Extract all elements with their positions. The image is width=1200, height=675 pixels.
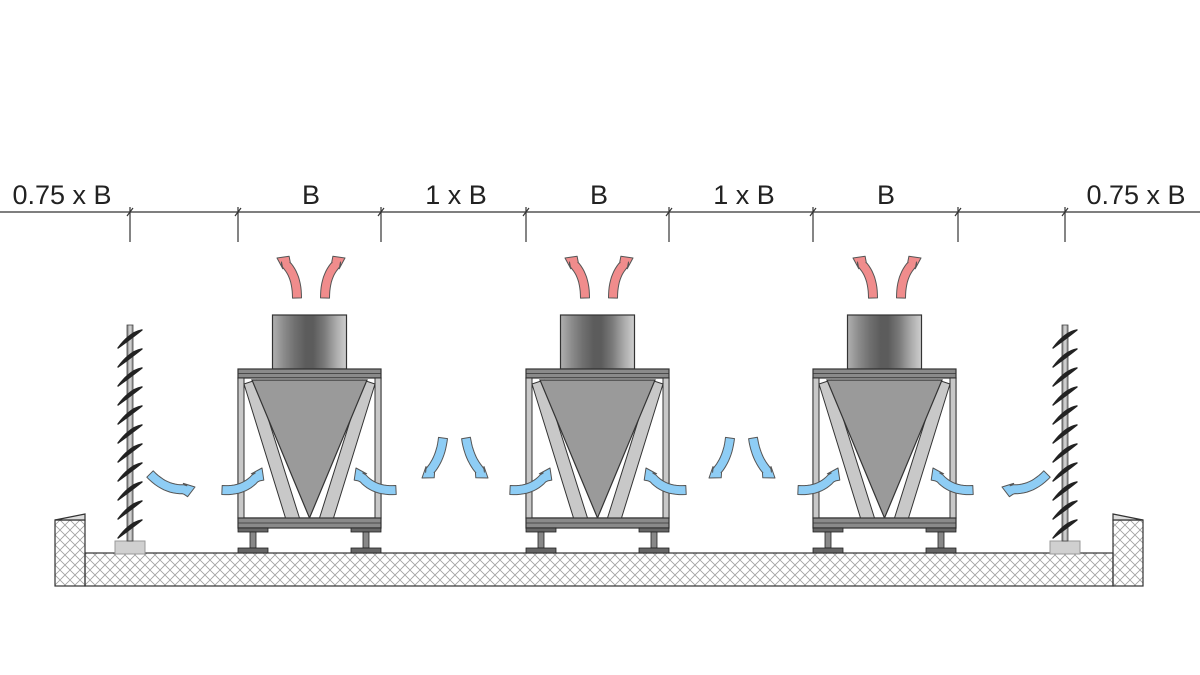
exhaust-arrow-right-2 (608, 255, 634, 299)
intake-arrow-u3-left (797, 467, 841, 496)
intake-arrow-u3-right (930, 467, 974, 496)
louvre-blade (1052, 443, 1078, 463)
intake-arrow-u2-left (509, 467, 553, 496)
parapet-cap-right (1112, 513, 1144, 521)
louvre-blade (1052, 481, 1078, 501)
dimension-label-2: B (302, 180, 320, 210)
exhaust-arrow-right-3 (896, 255, 922, 299)
fan-stack (846, 314, 923, 370)
intake-arrow-u1-left (221, 467, 265, 496)
louvre-blade (1052, 386, 1078, 406)
support-foot-2 (350, 527, 382, 554)
louvre-blade (117, 348, 143, 368)
side-column-left (812, 377, 820, 519)
exhaust-arrow-left-1 (276, 255, 302, 299)
intake-arrow-u1-right (353, 467, 397, 496)
louvre-blade (1052, 424, 1078, 444)
dimension-label-1: 0.75 x B (12, 180, 111, 210)
intake-arrow-u2-right (643, 467, 687, 496)
v-coil (251, 379, 368, 520)
dimension-tick-1 (126, 207, 134, 217)
exhaust-arrow-left-3 (852, 255, 878, 299)
cooler-unit-1 (237, 314, 382, 554)
intake-arrow-gap2-left (708, 436, 735, 479)
parapet-cap-left (54, 513, 86, 521)
dimension-label-3: 1 x B (425, 180, 487, 210)
intake-arrow-wall-right (1001, 470, 1051, 498)
roof-slab (54, 513, 1144, 587)
louvre-blade (117, 367, 143, 387)
louvre-blade (117, 386, 143, 406)
exhaust-arrow-left-2 (564, 255, 590, 299)
intake-arrow-gap1-left (421, 436, 448, 479)
side-column-left (237, 377, 245, 519)
support-foot-1 (812, 527, 844, 554)
wall-footing (1049, 540, 1081, 555)
dimension-tick-2 (234, 207, 242, 217)
side-column-right (374, 377, 382, 519)
louvre-blade (117, 462, 143, 482)
louvre-blade (1052, 519, 1078, 539)
dimension-tick-3 (377, 207, 385, 217)
parapet-right (1112, 519, 1144, 587)
louvre-blade (1052, 329, 1078, 349)
dimension-label-7: 0.75 x B (1086, 180, 1185, 210)
dimension-label-6: B (877, 180, 895, 210)
louvre-blade (1052, 405, 1078, 425)
fan-stack (271, 314, 348, 370)
louvre-blade (1052, 367, 1078, 387)
louvre-wall-right (1049, 324, 1081, 555)
louvre-wall-left (114, 324, 146, 555)
dimension-tick-6 (809, 207, 817, 217)
cooler-unit-3 (812, 314, 957, 554)
cooler-unit-2 (525, 314, 670, 554)
side-column-right (662, 377, 670, 519)
dimension-label-5: 1 x B (713, 180, 775, 210)
support-foot-2 (925, 527, 957, 554)
intake-arrow-wall-left (146, 470, 196, 498)
louvre-blade (117, 424, 143, 444)
support-foot-2 (638, 527, 670, 554)
wall-footing (114, 540, 146, 555)
parapet-left (54, 519, 86, 587)
louvre-blade (1052, 500, 1078, 520)
side-column-right (949, 377, 957, 519)
dimension-tick-5 (665, 207, 673, 217)
side-column-left (525, 377, 533, 519)
support-foot-1 (525, 527, 557, 554)
exhaust-arrow-right-1 (320, 255, 346, 299)
louvre-blade (117, 481, 143, 501)
intake-arrow-gap1-right (461, 436, 489, 479)
dimension-tick-4 (522, 207, 530, 217)
v-coil (826, 379, 943, 520)
slab-body (84, 552, 1114, 587)
airflow-arrows (146, 255, 1051, 498)
intake-arrow-gap2-right (748, 436, 776, 479)
fan-stack (559, 314, 636, 370)
support-foot-1 (237, 527, 269, 554)
louvre-blade (117, 443, 143, 463)
dimension-tick-8 (1061, 207, 1069, 217)
dimension-label-4: B (590, 180, 608, 210)
louvre-blade (117, 500, 143, 520)
louvre-blade (1052, 462, 1078, 482)
louvre-blade (117, 329, 143, 349)
louvre-blade (1052, 348, 1078, 368)
v-coil (539, 379, 656, 520)
dimension-tick-7 (954, 207, 962, 217)
louvre-blade (117, 519, 143, 539)
louvre-blade (117, 405, 143, 425)
dimension-chain: 0.75 x B B 1 x B B 1 x B B 0.75 x B (0, 180, 1200, 242)
